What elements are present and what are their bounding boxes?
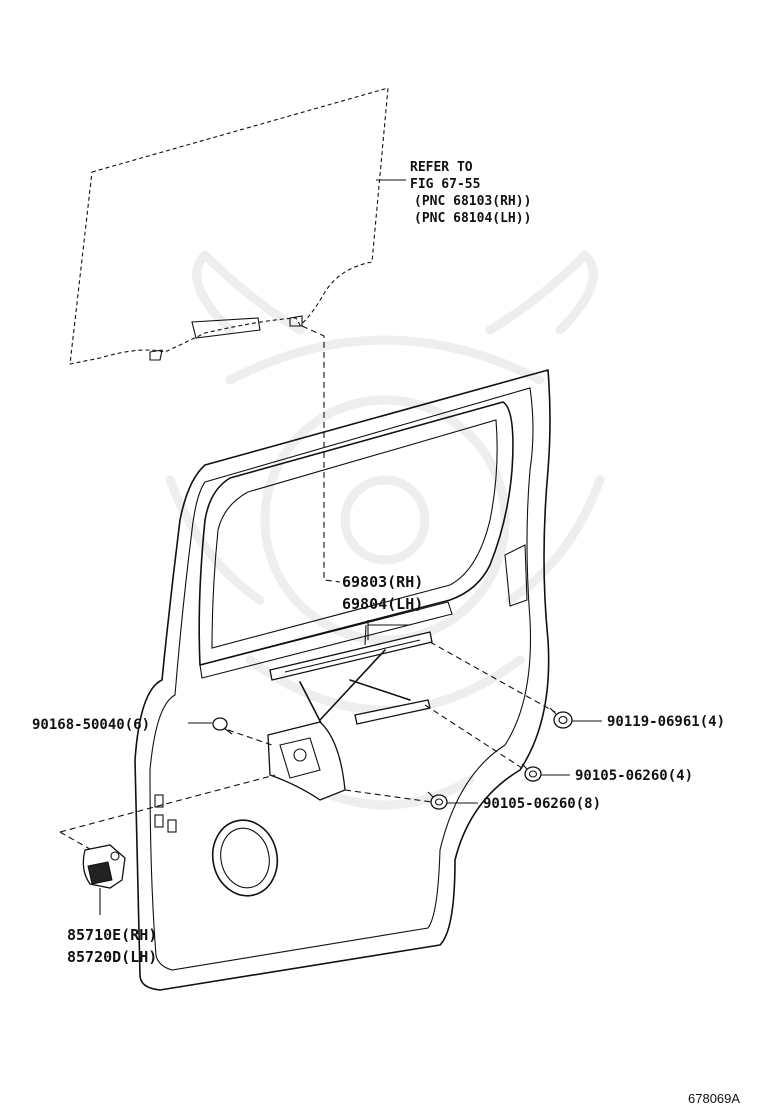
callout-bolt-center: 90105-06260(8) [483,796,601,812]
leader-lines [188,620,602,804]
callout-motor-rh: 85710E(RH) [67,926,157,944]
bolt-center-icon [427,791,448,810]
door-panel [134,369,551,991]
bolt-right-mid-icon [521,763,542,782]
bolt-left-icon [212,717,233,735]
glass-alignment-line [301,325,341,583]
callout-bolt-right-mid: 90105-06260(4) [575,768,693,784]
fastener-alignment-lines [59,641,556,853]
door-glass [69,87,406,365]
callout-bolt-left: 90168-50040(6) [32,717,150,733]
reference-note-line-4: (PNC 68104(LH)) [414,211,531,226]
reference-note-line-1: REFER TO [410,160,473,175]
callout-regulator-lh: 69804(LH) [342,595,423,613]
reference-note-line-2: FIG 67-55 [410,177,480,192]
callout-regulator-rh: 69803(RH) [342,573,423,591]
callout-motor-lh: 85720D(LH) [67,948,157,966]
reference-note-line-3: (PNC 68103(RH)) [414,194,531,209]
watermark-emblem [165,250,605,810]
callout-bolt-right-top: 90119-06961(4) [607,714,725,730]
figure-number: 678069A [688,1091,740,1106]
window-regulator [267,624,433,801]
window-motor-icon [82,844,126,915]
bolt-right-top-icon [549,707,573,729]
